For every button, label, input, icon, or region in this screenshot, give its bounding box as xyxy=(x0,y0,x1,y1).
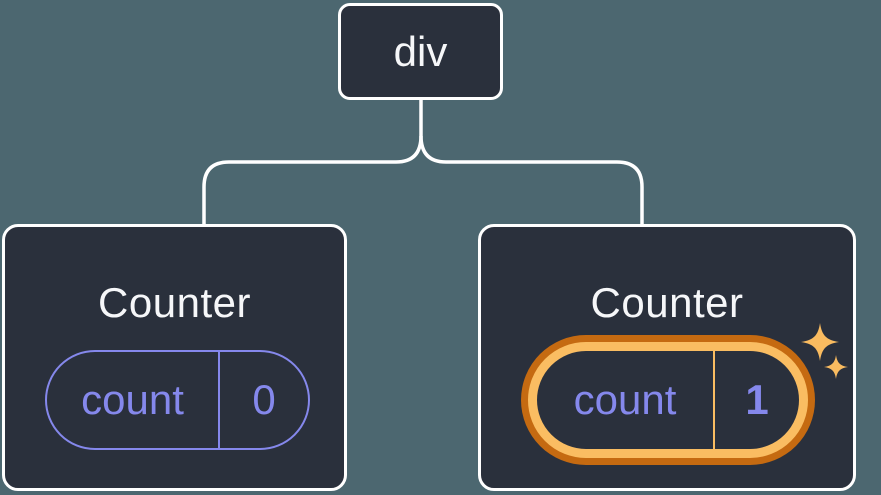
component-title: Counter xyxy=(590,279,744,326)
state-key-label: count xyxy=(573,376,677,423)
component-title: Counter xyxy=(98,279,251,326)
connector-branch-right xyxy=(419,135,644,225)
counter-card-right: Counter count 1 xyxy=(478,224,856,491)
connector-branch-left xyxy=(202,135,423,225)
state-value: 0 xyxy=(218,352,308,448)
root-node-label: div xyxy=(393,27,448,75)
root-node-div: div xyxy=(338,3,503,100)
state-key-label: count xyxy=(81,376,184,423)
sparkle-small-icon xyxy=(824,355,848,379)
sparkle-large-icon xyxy=(801,323,839,361)
state-pill: count 1 xyxy=(528,342,808,458)
state-pill-highlight-ring: count 1 xyxy=(521,335,815,465)
state-value: 1 xyxy=(713,351,799,449)
counter-card-left: Counter count 0 xyxy=(2,224,347,491)
state-pill: count 0 xyxy=(45,350,310,450)
